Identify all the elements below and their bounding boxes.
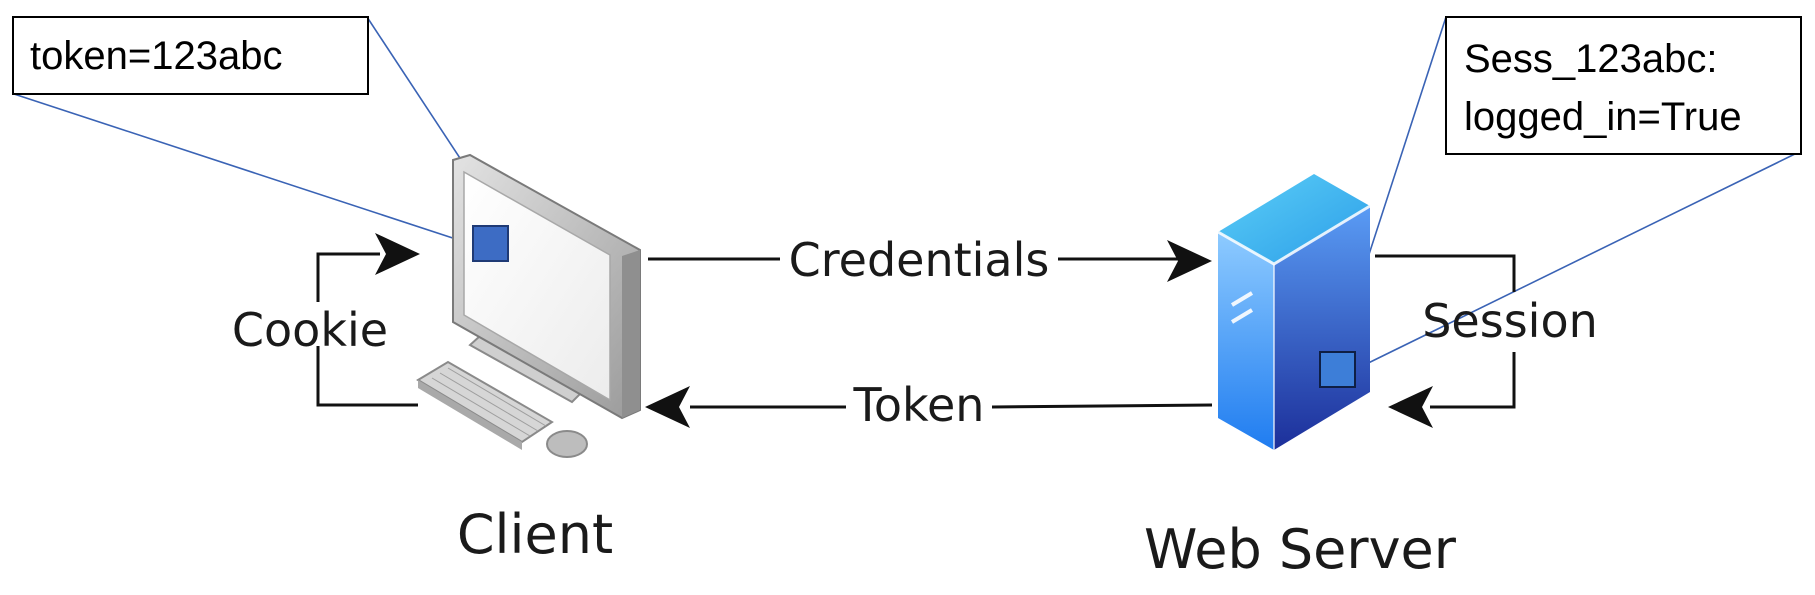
- server-callout-text-line2: logged_in=True: [1464, 95, 1742, 139]
- keyboard-keys: [431, 367, 547, 437]
- server-vent-line-2: [1230, 308, 1254, 324]
- cookie-arrowhead: [375, 233, 420, 275]
- session-loop-arrow: Session: [1375, 254, 1598, 428]
- cookie-loop-path-top: [316, 252, 380, 302]
- client-callout-text: token=123abc: [30, 34, 282, 78]
- server-vent-line-1: [1230, 291, 1254, 307]
- client-label: Client: [457, 503, 613, 566]
- server-top: [1218, 174, 1370, 264]
- client-token-callout: token=123abc: [12, 16, 369, 95]
- server-front: [1274, 206, 1370, 450]
- server-side: [1218, 232, 1274, 450]
- server-callout-box: [1445, 16, 1802, 155]
- server-session-marker: [1319, 351, 1356, 388]
- session-arrowhead: [1388, 386, 1433, 428]
- session-loop-path-bottom: [1430, 352, 1516, 409]
- client-token-marker: [472, 225, 509, 262]
- token-arrow: Token: [645, 378, 1213, 432]
- token-line-right: [991, 403, 1213, 409]
- client-callout-box: [12, 16, 369, 95]
- server-leader-line-bottom: [1353, 151, 1800, 371]
- cookie-loop-arrow: Cookie: [232, 233, 420, 407]
- session-loop-path-top: [1375, 254, 1516, 292]
- server-tower-icon: [1217, 174, 1371, 450]
- desktop-computer-icon: [416, 153, 641, 458]
- token-label: Token: [853, 378, 985, 432]
- monitor-side: [622, 250, 640, 418]
- web-server-label: Web Server: [1144, 518, 1457, 581]
- mouse: [546, 430, 588, 458]
- client-leader-line-bottom: [13, 93, 475, 246]
- credentials-label: Credentials: [789, 233, 1050, 287]
- cookie-loop-path-bottom: [316, 346, 418, 407]
- cookie-label: Cookie: [232, 303, 388, 357]
- credentials-arrow: Credentials: [648, 233, 1212, 287]
- credentials-arrowhead: [1167, 240, 1212, 282]
- session-label: Session: [1422, 294, 1598, 348]
- server-callout-text-line1: Sess_123abc:: [1464, 37, 1718, 81]
- server-session-callout: Sess_123abc: logged_in=True: [1445, 16, 1802, 155]
- token-arrowhead: [645, 386, 690, 428]
- keyboard-front: [418, 380, 522, 450]
